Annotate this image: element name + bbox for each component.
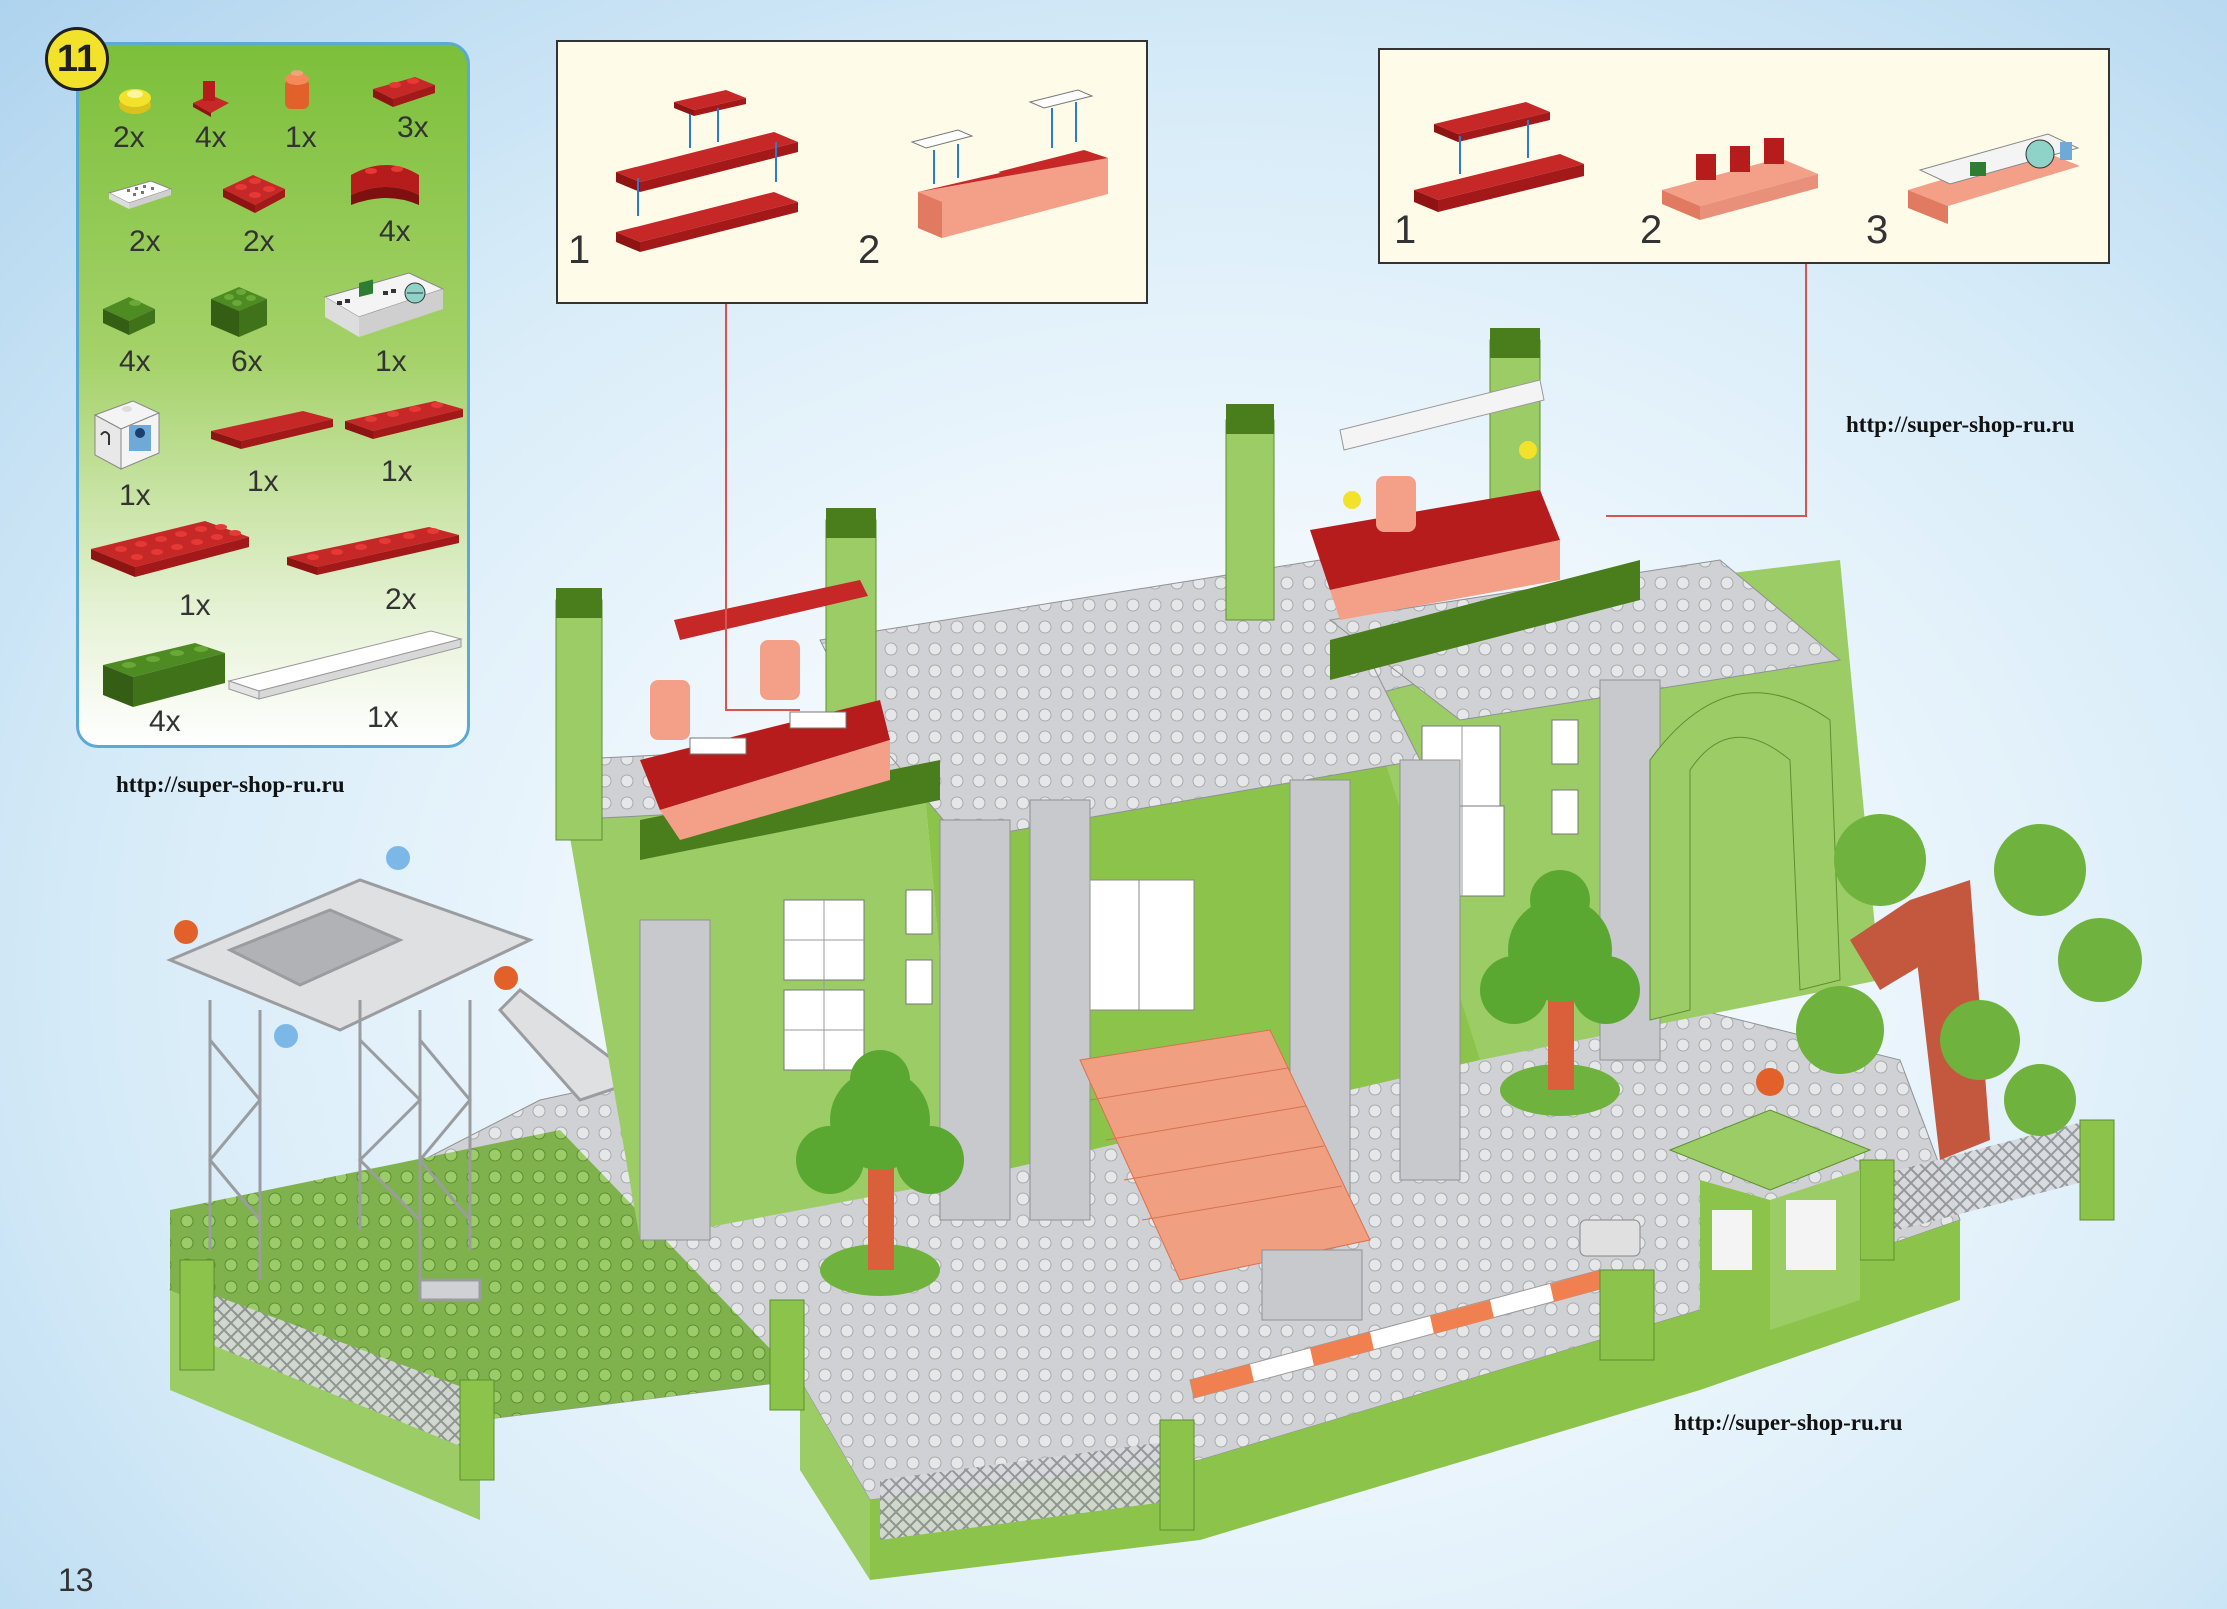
part-qty: 4x: [119, 345, 151, 378]
cockpit-console-right: [1310, 379, 1560, 620]
subassembly-b-illustration: [1414, 102, 2080, 224]
watermark-url: http://super-shop-ru.ru: [116, 772, 345, 797]
callout-lines: [725, 264, 1807, 711]
slope-green-icon: [103, 297, 155, 335]
watermark-url: http://super-shop-ru.ru: [1846, 412, 2075, 437]
plate-1x4-red-icon: [345, 401, 463, 439]
plate-2x6-red-icon: [91, 521, 249, 577]
pilot-printed-slope-icon: [93, 400, 161, 470]
helipad-lights: [174, 846, 518, 1048]
tile-1x8-white-icon: [227, 630, 463, 700]
part-qty: 2x: [129, 225, 161, 258]
parts-list-panel: 11 2x 4x 1x 3x 2x 2x: [45, 27, 470, 748]
part-qty: 6x: [231, 345, 263, 378]
brick-1x4-green-icon: [103, 643, 225, 707]
watermark-url: http://super-shop-ru.ru: [1674, 1410, 1903, 1435]
part-qty: 4x: [195, 121, 227, 154]
control-panel-slope-icon: [323, 272, 445, 337]
part-qty: 1x: [381, 455, 413, 488]
part-qty: 2x: [385, 583, 417, 616]
building: [555, 328, 1880, 1281]
step-label: 1: [568, 228, 591, 272]
tile-1x4-red-icon: [211, 411, 333, 449]
clip-plate-red-icon: [193, 81, 229, 117]
part-qty: 2x: [113, 121, 145, 154]
part-qty: 3x: [397, 111, 429, 144]
plate-1x2-red-icon: [373, 77, 435, 107]
cone-light-orange-icon: [285, 70, 309, 109]
brick-2x2-green-icon: [211, 287, 267, 337]
part-qty: 1x: [247, 465, 279, 498]
part-qty: 1x: [367, 701, 399, 734]
plate-2x2-red-icon: [223, 175, 285, 213]
tree-right: [1796, 814, 2142, 1160]
tree-center: [1480, 870, 1640, 1116]
part-qty: 1x: [285, 121, 317, 154]
part-qty: 1x: [179, 589, 211, 622]
arch-curved-red-icon: [351, 165, 419, 205]
tile-grille-white-icon: [107, 180, 173, 209]
step-label: 1: [1394, 208, 1417, 252]
subassembly-box-b: 1 2 3: [1378, 48, 2110, 264]
step-label: 2: [858, 228, 881, 272]
subassembly-box-a: 1 2: [556, 40, 1148, 304]
step-label: 3: [1866, 208, 1889, 252]
step-number-badge: 11: [45, 27, 109, 91]
page-number: 13: [58, 1562, 94, 1598]
part-qty: 2x: [243, 225, 275, 258]
part-qty: 1x: [119, 479, 151, 512]
part-qty: 4x: [149, 705, 181, 738]
step-label: 2: [1640, 208, 1663, 252]
round-plate-yellow-icon: [119, 89, 151, 114]
planter-block: [1261, 1249, 1363, 1321]
part-qty: 1x: [375, 345, 407, 378]
cockpit-console-left: [640, 580, 890, 840]
plate-1x6-red-icon: [287, 527, 459, 575]
guard-booth: [1668, 1068, 1872, 1330]
subassembly-a-illustration: [616, 89, 1108, 252]
tree-left: [796, 1050, 964, 1296]
part-qty: 4x: [379, 215, 411, 248]
helipad-tower: [166, 878, 644, 1302]
gate-barrier: [1189, 1219, 1655, 1399]
